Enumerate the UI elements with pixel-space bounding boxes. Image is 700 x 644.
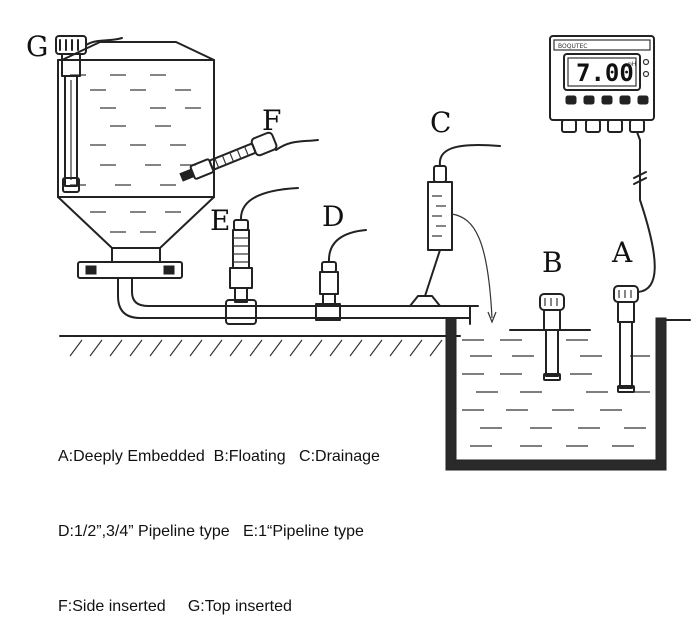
storage-tank: [57, 41, 215, 279]
label-e: E: [210, 204, 230, 237]
meter-reading: 7.00: [576, 59, 634, 87]
electrode-a-deeply-embedded: A: [611, 139, 656, 393]
electrode-b-floating: B: [539, 246, 565, 381]
legend: A:Deeply Embedded B:Floating C:Drainage …: [58, 394, 380, 644]
ph-meter: BOQUTEC 7.00 pH: [549, 35, 655, 141]
label-d: D: [322, 200, 344, 233]
ground-line: [59, 319, 691, 357]
electrode-d-pipeline: D: [319, 200, 367, 307]
label-a: A: [611, 236, 633, 269]
electrode-c-drainage: C: [424, 106, 501, 324]
installation-diagram: G F E: [26, 30, 691, 615]
label-g: G: [26, 30, 48, 63]
diagram-canvas: G F E: [26, 30, 691, 471]
meter-cable-glands: [561, 119, 645, 133]
legend-line-2: D:1/2”,3/4” Pipeline type E:1“Pipeline t…: [58, 523, 364, 540]
legend-line-3: F:Side inserted G:Top inserted: [58, 598, 292, 615]
water-basin: [445, 317, 667, 471]
meter-buttons: [565, 95, 649, 105]
label-b: B: [542, 246, 563, 279]
label-f: F: [262, 104, 281, 137]
meter-brand: BOQUTEC: [558, 43, 588, 50]
electrode-f-side-inserted: F: [179, 104, 319, 182]
legend-line-1: A:Deeply Embedded B:Floating C:Drainage: [58, 448, 380, 465]
meter-unit: pH: [628, 61, 636, 68]
pipeline: [117, 277, 479, 325]
electrode-g-top-inserted: G: [26, 30, 123, 193]
electrode-e-pipeline-1in: E: [210, 187, 299, 303]
label-c: C: [430, 106, 451, 139]
